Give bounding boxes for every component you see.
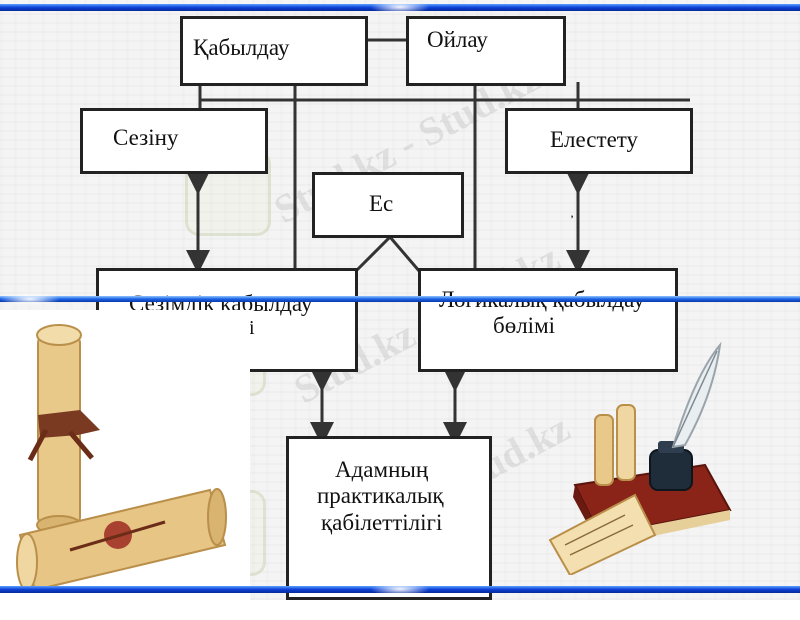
box-practical-line1: Адамның — [335, 457, 429, 482]
box-memory: Ес — [312, 172, 464, 238]
bar-glint — [0, 292, 60, 306]
box-practical-line3: қабілеттілігі — [321, 509, 443, 535]
box-thinking-label: Ойлау — [427, 27, 488, 52]
middle-frame-bar — [0, 296, 800, 302]
box-sensation-label: Сезіну — [113, 125, 179, 150]
box-perception-label: Қабылдау — [193, 35, 290, 60]
bar-glint — [370, 0, 430, 14]
diagram-connectors — [186, 38, 690, 446]
quill-book-illustration — [548, 341, 732, 575]
box-memory-label: Ес — [369, 191, 394, 216]
scroll-icon — [594, 404, 636, 486]
scroll-icon — [548, 493, 657, 575]
box-imagination-label: Елестету — [550, 127, 639, 152]
box-imagination: Елестету — [505, 108, 693, 174]
box-sensory-perception-line2: і — [249, 317, 255, 340]
box-practical-line2: практикалық — [317, 483, 444, 509]
box-sensation: Сезіну — [80, 108, 268, 174]
inkwell-icon — [649, 441, 693, 491]
quill-icon — [671, 341, 722, 449]
scroll-icon — [27, 324, 100, 535]
box-practical-ability: Адамның практикалық қабілеттілігі — [286, 436, 492, 600]
box-thinking: Ойлау — [406, 16, 566, 86]
box-logical-perception: Логикалық қабылдау бөлімі — [418, 268, 678, 372]
slide: Stud.kz - Stud.kz Stud.kz - Stud.kz Stud… — [0, 0, 800, 600]
bar-glint — [370, 582, 430, 596]
connector-line — [353, 234, 422, 274]
scrolls-illustration — [0, 310, 250, 600]
box-logical-perception-line2: бөлімі — [493, 313, 556, 339]
box-perception: Қабылдау — [180, 16, 368, 86]
scroll-icon — [16, 488, 227, 592]
